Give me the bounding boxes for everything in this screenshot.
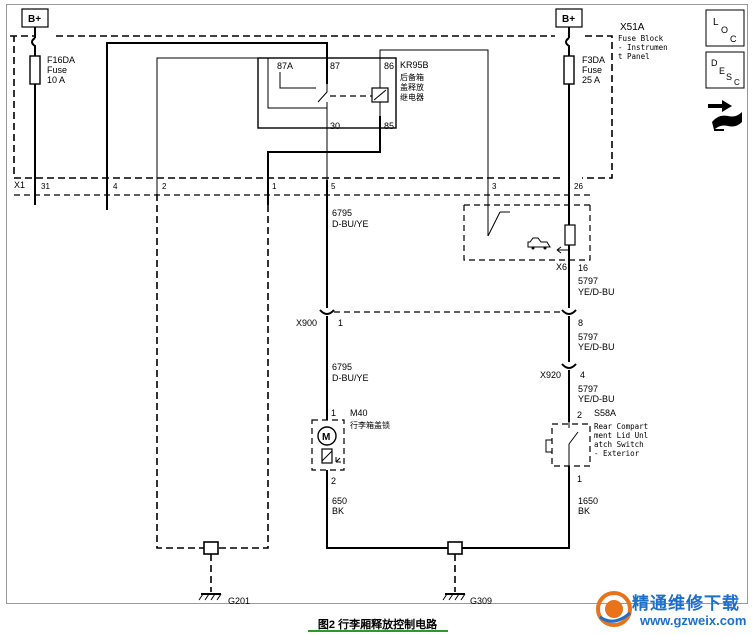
loc-icon[interactable]: L O C — [705, 9, 745, 47]
wire-5797-b-circuit: 5797 — [578, 332, 598, 342]
motor-symbol-letter: M — [322, 432, 330, 443]
switch-line-4: - Exterior — [594, 449, 640, 458]
wire-1650-color: BK — [578, 506, 590, 516]
figure-caption: 图2 行李厢释放控制电路 — [317, 619, 438, 631]
ground-splice-right — [447, 541, 463, 555]
relay-pin-86: 86 — [384, 61, 394, 71]
wire-6795-b-circuit: 6795 — [332, 362, 352, 372]
ground-splice-left — [203, 541, 219, 555]
x1-pin-5: 5 — [331, 182, 336, 191]
relay-name-1: 后备箱 — [400, 72, 424, 82]
caption-underline — [308, 630, 448, 632]
svg-text:S: S — [726, 72, 732, 82]
wire-650-circuit: 650 — [332, 496, 347, 506]
switch-line-2: ment Lid Unl — [594, 431, 648, 440]
fuse-block-outline — [10, 35, 613, 179]
fuse-f16da-id: F16DA — [47, 55, 75, 65]
ground-symbol-right — [442, 593, 466, 601]
wire-5797-a-color: YE/D-BU — [578, 287, 615, 297]
fuse-block-line-1: Fuse Block — [618, 34, 664, 43]
switch-line-3: atch Switch — [594, 440, 644, 449]
fuse-f16da-type: Fuse — [47, 65, 67, 75]
ground-symbol-left — [198, 593, 222, 601]
wire-5797-c-circuit: 5797 — [578, 384, 598, 394]
x6-pin: 16 — [578, 263, 588, 273]
x6-name: X6 — [556, 262, 567, 272]
x1-pin-2: 2 — [162, 182, 167, 191]
motor-pin-bottom: 2 — [331, 476, 336, 486]
x1-pin-1: 1 — [272, 182, 277, 191]
x1-pin-31: 31 — [41, 182, 50, 191]
power-label-left: B+ — [28, 14, 41, 25]
x6-switch-element — [564, 224, 576, 246]
wire-650-color: BK — [332, 506, 344, 516]
relay-pin-87: 87 — [330, 61, 340, 71]
x920-name: X920 — [540, 370, 561, 380]
svg-text:O: O — [721, 25, 728, 35]
svg-text:C: C — [730, 34, 737, 44]
wire-1650-circuit: 1650 — [578, 496, 598, 506]
fuse-f16da-rating: 10 A — [47, 75, 65, 85]
trunk-car-icon — [527, 237, 551, 248]
fuse-block-line-3: t Panel — [618, 52, 650, 61]
x920-pin: 4 — [580, 370, 585, 380]
switch-pin-top: 2 — [577, 410, 582, 420]
watermark-url[interactable]: www.gzweix.com — [640, 613, 747, 628]
watermark-title: 精通维修下载 — [632, 594, 740, 614]
svg-text:E: E — [719, 66, 725, 76]
svg-text:L: L — [713, 17, 719, 28]
fuse-f16da-symbol — [29, 55, 41, 85]
fuse-block-line-2: - Instrumen — [618, 43, 668, 52]
wire-6795-b-color: D-BU/YE — [332, 373, 369, 383]
switch-pin-bottom: 1 — [577, 474, 582, 484]
relay-pin-85: 85 — [384, 121, 394, 131]
motor-id: M40 — [350, 408, 368, 418]
svg-text:C: C — [734, 78, 740, 87]
fuse-f3da-rating: 25 A — [582, 75, 600, 85]
svg-text:D: D — [711, 58, 718, 68]
fuse-f3da-type: Fuse — [582, 65, 602, 75]
fuse-f3da-symbol — [563, 55, 575, 85]
ground-left-label: G201 — [228, 596, 250, 606]
fuse-f3da-id: F3DA — [582, 55, 605, 65]
ground-right-label: G309 — [470, 596, 492, 606]
x1-pin-26: 26 — [574, 182, 583, 191]
diagram-frame — [6, 4, 748, 604]
x1-pin-4: 4 — [113, 182, 118, 191]
wire-6795-a-circuit: 6795 — [332, 208, 352, 218]
power-label-right: B+ — [562, 14, 575, 25]
connector-hand-icon[interactable] — [708, 100, 742, 131]
x900-pin-right: 8 — [578, 318, 583, 328]
relay-id: KR95B — [400, 60, 429, 70]
motor-pin-top: 1 — [331, 408, 336, 418]
relay-pin-30: 30 — [330, 121, 340, 131]
desc-icon[interactable]: D E S C — [705, 51, 745, 89]
wiring-diagram: B+ B+ F16DA Fuse 10 A F3DA Fuse 25 A X51… — [10, 8, 745, 606]
x1-pin-3: 3 — [492, 182, 497, 191]
connector-x1-name: X1 — [14, 180, 25, 190]
x900-name: X900 — [296, 318, 317, 328]
relay-name-2: 盖释放 — [400, 82, 424, 92]
motor-m40-symbol — [317, 426, 337, 446]
wire-6795-a-color: D-BU/YE — [332, 219, 369, 229]
wire-5797-b-color: YE/D-BU — [578, 342, 615, 352]
fuse-block-id: X51A — [620, 22, 645, 33]
watermark-logo-icon — [596, 591, 632, 627]
relay-pin-87a: 87A — [277, 61, 293, 71]
site-watermark: 精通维修下载 www.gzweix.com — [594, 587, 754, 633]
switch-line-1: Rear Compart — [594, 422, 648, 431]
relay-name-3: 继电器 — [400, 92, 424, 102]
wire-5797-c-color: YE/D-BU — [578, 394, 615, 404]
wire-5797-a-circuit: 5797 — [578, 276, 598, 286]
switch-id: S58A — [594, 408, 616, 418]
motor-name: 行李箱盖锁 — [350, 420, 390, 430]
x900-pin-left: 1 — [338, 318, 343, 328]
